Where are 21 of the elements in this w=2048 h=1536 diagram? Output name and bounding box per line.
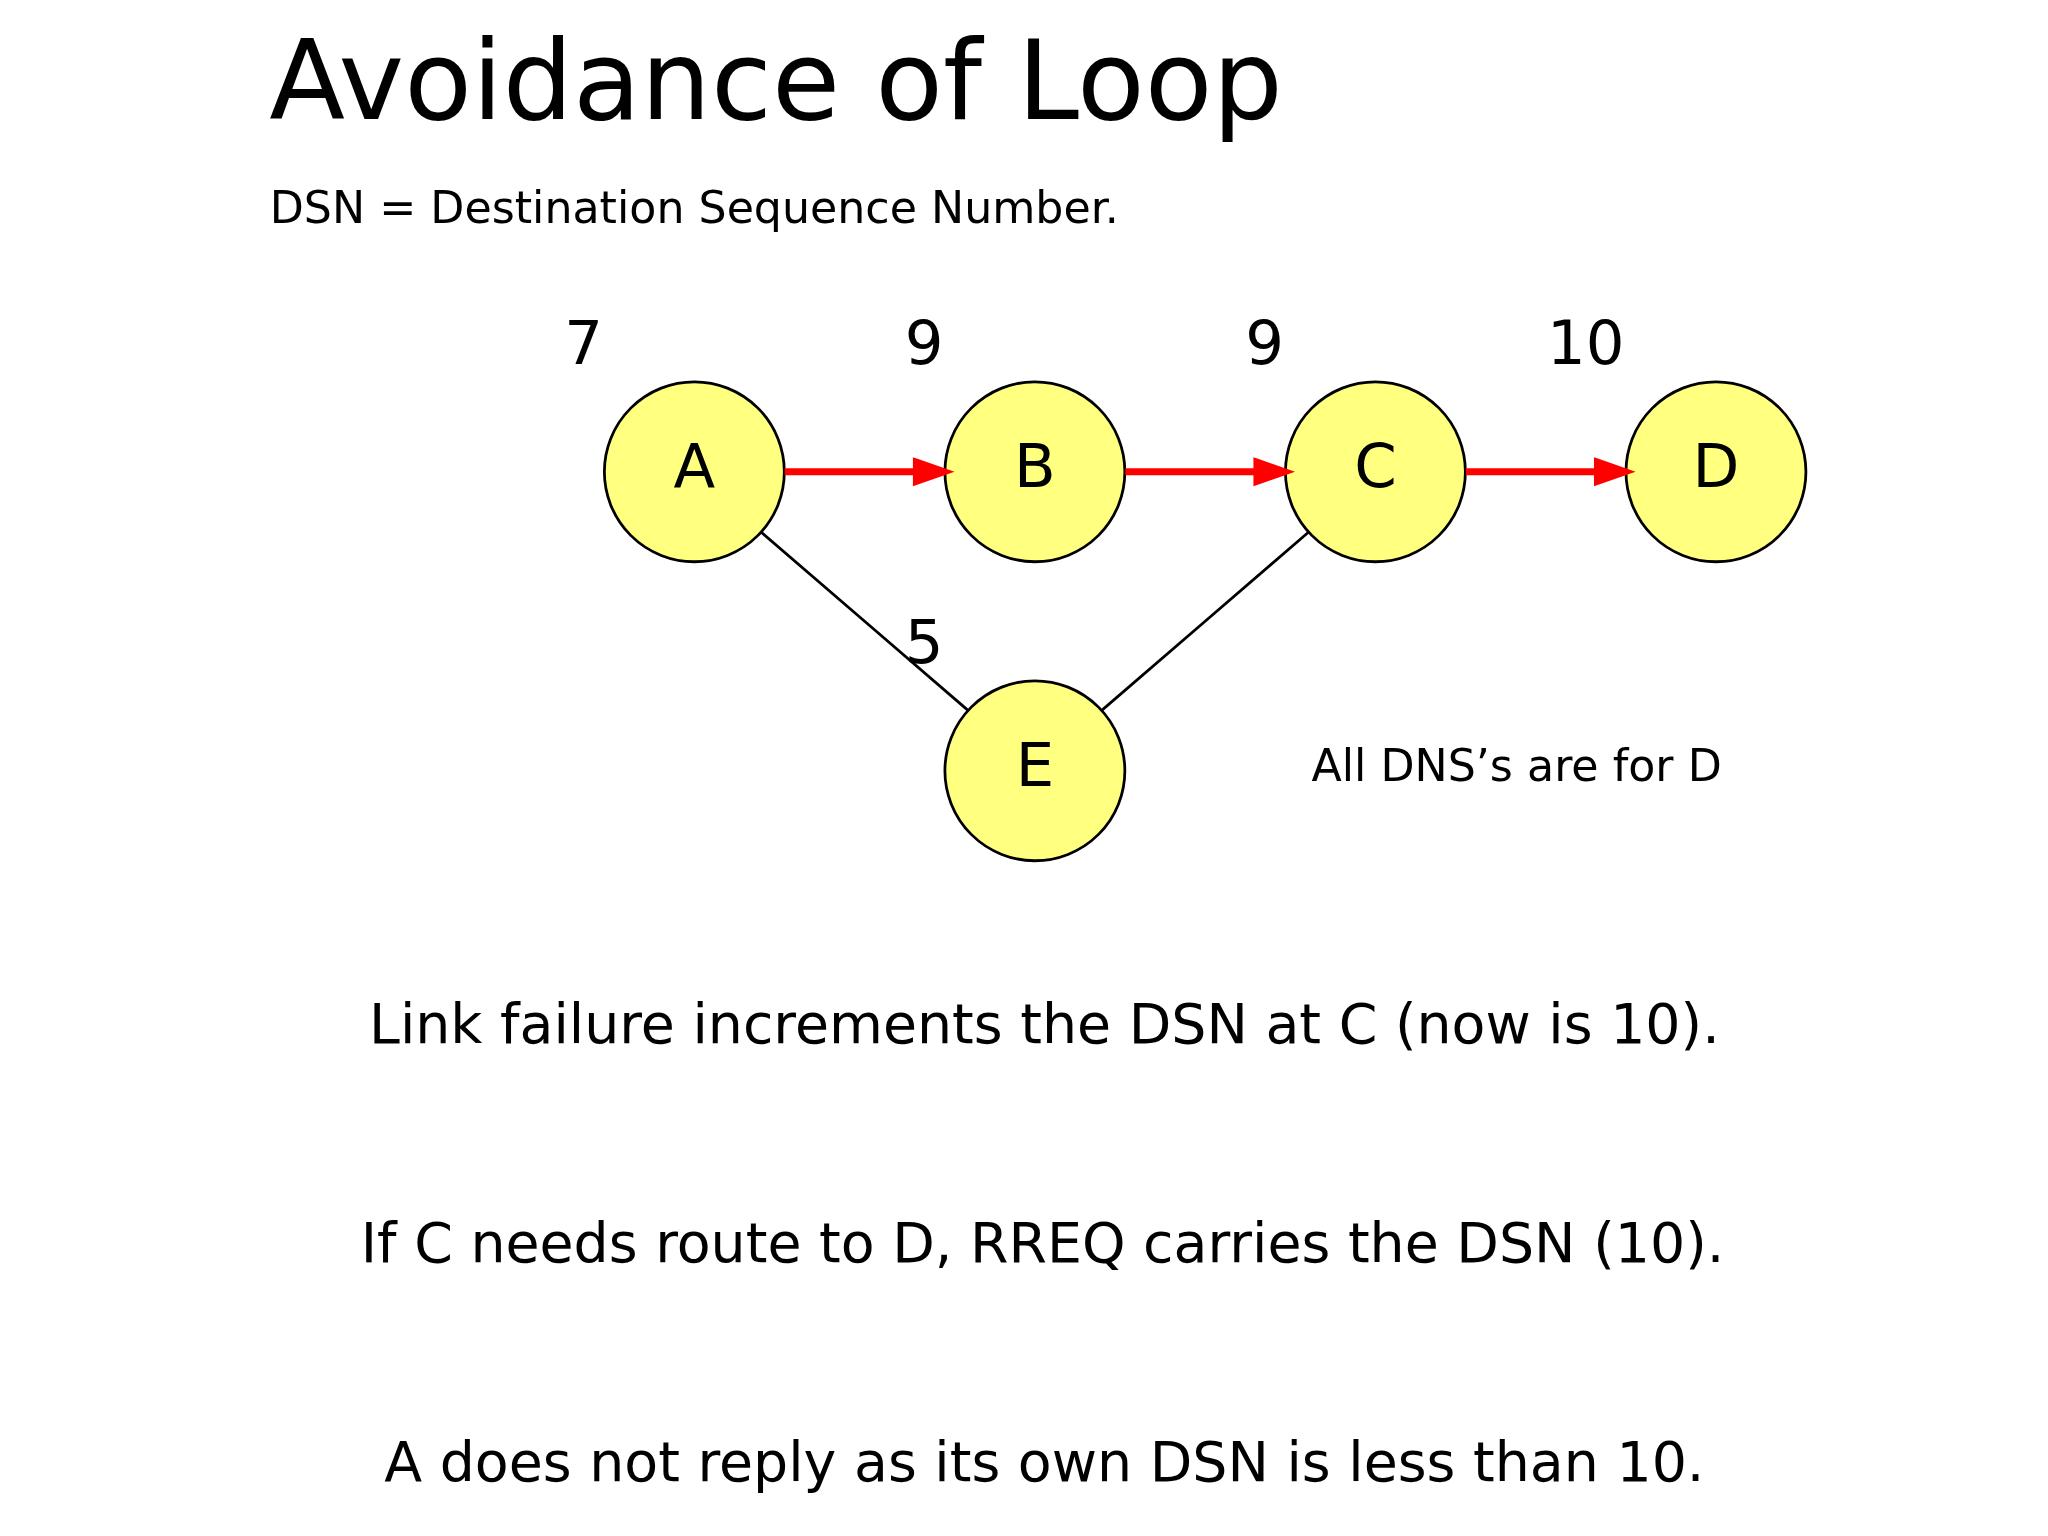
node-circle: B — [943, 380, 1126, 564]
arrow — [784, 457, 955, 487]
node-circle: A — [602, 380, 786, 564]
connector — [1100, 531, 1309, 712]
label: A does not reply as its own DSN is less than 10. — [383, 1429, 1704, 1494]
node-label: 7 — [563, 307, 603, 379]
node-label: 9 — [904, 307, 944, 379]
diagram-title: Avoidance of Loop — [268, 15, 1283, 145]
node-label: 10 — [1546, 307, 1625, 379]
label: If C needs route to D, RREQ carries the DSN (10). — [360, 1211, 1724, 1276]
node-circle: D — [1624, 380, 1807, 564]
label: Link failure increments the DSN at C (now is 10). — [368, 992, 1720, 1057]
node-label: 9 — [1244, 307, 1284, 379]
arrow — [1124, 457, 1295, 487]
label: DSN = Destination Sequence Number. — [269, 182, 1119, 234]
connector — [760, 531, 969, 712]
node-circle: C — [1283, 380, 1467, 564]
node-circle: E — [943, 679, 1126, 863]
arrow — [1465, 457, 1636, 487]
node-label: 5 — [904, 606, 944, 678]
label: All DNS’s are for D — [1310, 740, 1722, 792]
